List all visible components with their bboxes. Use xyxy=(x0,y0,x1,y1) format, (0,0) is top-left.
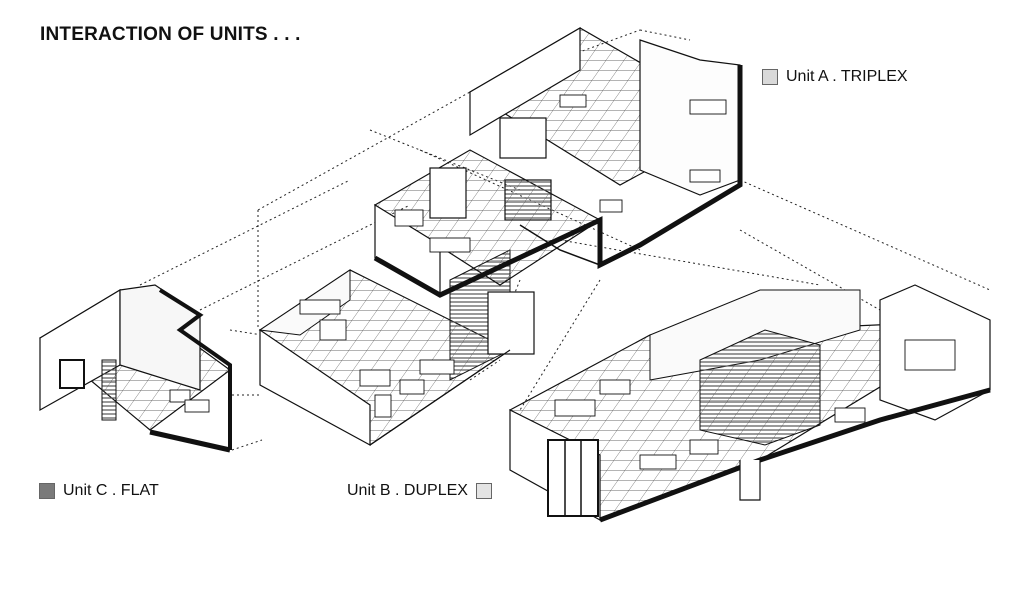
unit-a-stair-opening xyxy=(499,117,547,159)
legend-unit-a-label: Unit A . TRIPLEX xyxy=(786,68,908,85)
unit-a-stair-core xyxy=(504,179,552,221)
unit-c-flat-drawing xyxy=(38,284,232,453)
legend-unit-b-swatch xyxy=(475,483,492,499)
legend-unit-b: Unit B . DUPLEX xyxy=(347,482,492,500)
unit-b-upper-section-line xyxy=(599,387,991,523)
legend-unit-c-label: Unit C . FLAT xyxy=(63,482,159,499)
unit-c-window xyxy=(59,359,85,389)
unit-b-lower-furniture xyxy=(299,299,455,418)
legend-unit-a: Unit A . TRIPLEX xyxy=(762,68,908,86)
unit-b-upper-furniture xyxy=(554,339,956,470)
unit-b-upper-hatched-wall xyxy=(699,329,821,446)
legend-unit-a-swatch xyxy=(762,69,778,85)
unit-b-upper-level-drawing xyxy=(509,284,991,523)
unit-a-fridge xyxy=(429,167,467,219)
diagram-title: INTERACTION OF UNITS . . . xyxy=(40,24,301,45)
unit-a-furniture xyxy=(394,94,727,253)
unit-b-lower-cabinet xyxy=(487,291,535,355)
legend-unit-b-label: Unit B . DUPLEX xyxy=(347,482,468,499)
legend-unit-c: Unit C . FLAT xyxy=(39,482,159,500)
unit-c-door-panel xyxy=(101,359,117,421)
legend-unit-c-swatch xyxy=(39,483,55,499)
unit-a-triplex-drawing xyxy=(373,26,743,298)
unit-c-side-wall xyxy=(119,284,201,391)
unit-a-upper-back-wall xyxy=(469,26,581,137)
unit-c-furniture xyxy=(169,389,210,413)
unit-b-upper-glass-door xyxy=(547,439,599,517)
